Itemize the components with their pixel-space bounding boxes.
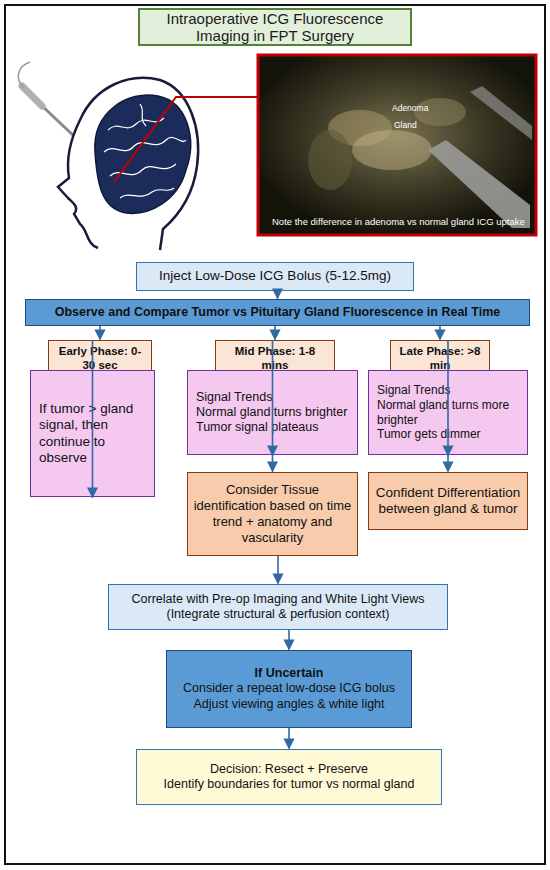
box-text: Tumor gets dimmer	[377, 427, 481, 442]
box-text: Mid Phase: 1-8 mins	[221, 344, 329, 372]
box-text: If tumor > gland signal, then continue t…	[39, 401, 149, 467]
flow-arrow	[99, 326, 101, 340]
box-text: (Integrate structural & perfusion contex…	[166, 607, 389, 622]
flow-arrow	[288, 728, 290, 749]
box-text: Late Phase: >8 min	[396, 344, 484, 372]
outcome-box: Confident Differentiation between gland …	[368, 472, 528, 530]
brain	[95, 95, 191, 213]
decision-box: Decision: Resect + PreserveIdentify boun…	[136, 749, 442, 805]
flow-arrow	[272, 455, 274, 472]
start-box: Inject Low-Dose ICG Bolus (5-12.5mg)	[136, 262, 414, 291]
flow-arrow	[439, 326, 441, 340]
title-box: Intraoperative ICG Fluorescence Imaging …	[138, 8, 412, 46]
flow-arrow	[447, 455, 449, 472]
process-box: If UncertainConsider a repeat low-dose I…	[166, 650, 412, 728]
outer-frame	[5, 5, 545, 864]
box-text: Consider a repeat low-dose ICG bolus	[183, 681, 395, 696]
photo-caption: Note the difference in adenoma vs normal…	[272, 216, 525, 227]
endoscope-cable	[18, 62, 30, 88]
brain-folds	[104, 104, 186, 198]
surgical-instrument	[470, 86, 532, 140]
box-text: Adjust viewing angles & white light	[193, 697, 384, 712]
endoscopic-photo	[258, 55, 536, 235]
box-text: Inject Low-Dose ICG Bolus (5-12.5mg)	[159, 268, 391, 284]
endoscope-handle	[22, 86, 42, 106]
box-text: Normal gland turns brighter	[196, 405, 347, 420]
process-band: Observe and Compare Tumor vs Pituitary G…	[25, 299, 530, 326]
box-heading: Signal Trends	[377, 383, 450, 398]
box-text: Observe and Compare Tumor vs Pituitary G…	[55, 305, 501, 320]
tissue-shape	[308, 130, 352, 190]
process-box: Correlate with Pre-op Imaging and White …	[108, 584, 448, 630]
box-heading: Correlate with Pre-op Imaging and White …	[132, 592, 425, 607]
flow-arrow	[277, 291, 279, 299]
flow-arrow	[274, 326, 276, 340]
box-text: Identify boundaries for tumor vs normal …	[164, 777, 415, 792]
photo-annotation: Adenoma	[392, 103, 428, 113]
box-heading: If Uncertain	[255, 666, 324, 681]
leader-line	[114, 97, 258, 182]
flow-arrow	[277, 556, 279, 584]
box-text: Tumor signal plateaus	[196, 420, 319, 435]
box-heading: Decision: Resect + Preserve	[210, 762, 368, 777]
box-text: Early Phase: 0-30 sec	[54, 344, 146, 372]
box-text: Consider Tissue identification based on …	[193, 482, 352, 545]
surgical-instrument	[428, 140, 530, 228]
tissue-shape	[352, 130, 432, 170]
observation-box: If tumor > gland signal, then continue t…	[30, 370, 155, 497]
photo-annotation: Gland	[394, 120, 417, 130]
box-heading: Signal Trends	[196, 390, 272, 405]
trend-box: Signal TrendsNormal gland turns brighter…	[187, 370, 358, 455]
flow-arrow	[288, 630, 290, 650]
outcome-box: Consider Tissue identification based on …	[187, 472, 358, 556]
box-text: Normal gland turns more brighter	[377, 398, 522, 427]
box-text: Confident Differentiation between gland …	[374, 485, 522, 518]
title-text: Intraoperative ICG Fluorescence Imaging …	[140, 10, 410, 44]
trend-box: Signal TrendsNormal gland turns more bri…	[368, 370, 528, 455]
